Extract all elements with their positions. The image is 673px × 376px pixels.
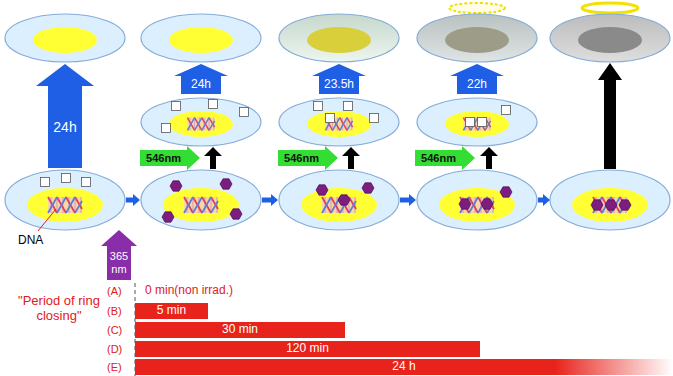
time-step-arrow (126, 194, 550, 206)
duration-label: 30 min (222, 323, 258, 337)
up-arrow-box: 365 nm (101, 230, 137, 280)
arrow-label: 22h (467, 78, 487, 92)
right-arrow-box: 546nm (140, 146, 200, 170)
duration-bar: 120 min (135, 341, 480, 357)
row-label: (D) (107, 343, 122, 356)
up-arrow-box: 23.5h (312, 64, 366, 94)
label-holder: (D) (107, 343, 122, 356)
duration-bar: 5 min (135, 303, 208, 319)
duration-label: 120 min (286, 342, 329, 356)
row-label: (B) (107, 305, 122, 318)
cell-top-row (5, 14, 670, 62)
arrow-shape (36, 64, 94, 168)
label-holder: (A) (107, 285, 122, 298)
arrow-fill (312, 64, 366, 94)
arrow-fill (140, 146, 200, 170)
arrow-fill (101, 230, 137, 280)
arrow-label: 24h (191, 78, 211, 92)
up-arrow-box: 24h (174, 64, 228, 94)
leader-line (38, 209, 56, 231)
arrow-label: 23.5h (324, 78, 354, 92)
halo-ring (449, 3, 638, 13)
up-arrow-box: 22h (450, 64, 504, 94)
row-label: (C) (107, 324, 122, 337)
arrow-label: 546nm (421, 152, 456, 165)
cell-middle-row (141, 98, 537, 146)
arrow-label: 24h (53, 119, 76, 135)
arrow-fill (36, 64, 94, 168)
row-label: (E) (107, 361, 122, 374)
cell-bottom-row (5, 170, 670, 230)
arrow-fill (174, 64, 228, 94)
label-holder: DNA (18, 234, 43, 248)
arrow-fill (450, 64, 504, 94)
arrow-fill (278, 146, 338, 170)
arrow-fill (415, 146, 475, 170)
label-holder: (C) (107, 324, 122, 337)
row-label: 0 min(non irrad.) (145, 284, 233, 298)
up-arrow-box: 24h (36, 64, 94, 168)
duration-bar: 24 h (135, 359, 673, 375)
arrow-label: 365 nm (107, 250, 131, 275)
label-holder: 0 min(non irrad.) (145, 284, 233, 298)
duration-label: 5 min (157, 304, 186, 318)
arrow-label: 546nm (284, 152, 319, 165)
black-arrow (204, 63, 622, 169)
right-arrow-box: 546nm (278, 146, 338, 170)
duration-bar: 30 min (135, 322, 345, 338)
axis-title: "Period of ring closing" (12, 294, 106, 324)
row-label: (A) (107, 285, 122, 298)
right-arrow-box: 546nm (415, 146, 475, 170)
part-label: DNA (18, 234, 43, 248)
label-holder: (B) (107, 305, 122, 318)
arrow-label: 546nm (146, 152, 181, 165)
duration-label: 24 h (392, 360, 415, 374)
label-holder: (E) (107, 361, 122, 374)
label-holder: "Period of ring closing" (12, 294, 106, 324)
